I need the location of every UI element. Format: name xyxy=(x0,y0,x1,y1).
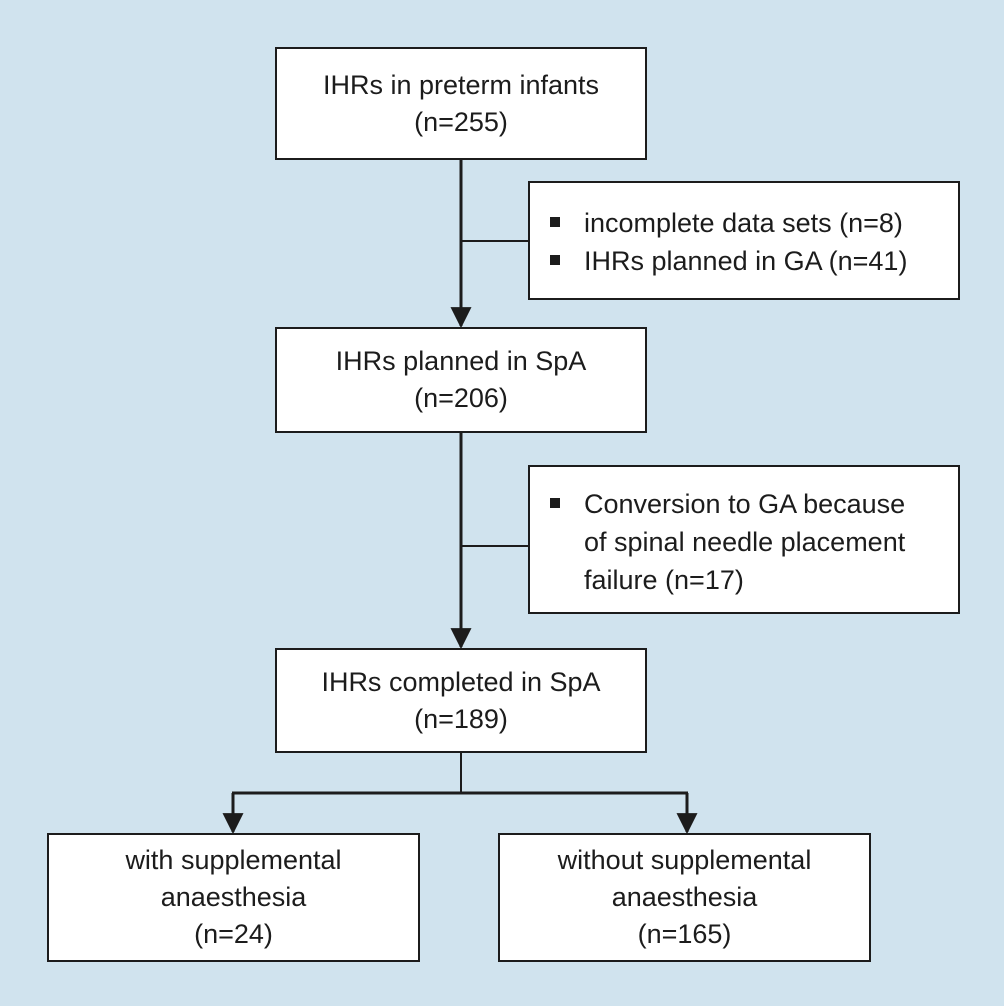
box-without-supplemental: without supplemental anaesthesia (n=165) xyxy=(498,833,871,962)
exclusion-box-2: Conversion to GA because of spinal needl… xyxy=(528,465,960,614)
box-planned-spa-title: IHRs planned in SpA xyxy=(335,346,587,376)
box-planned-spa: IHRs planned in SpA (n=206) xyxy=(275,327,647,433)
box-with-supplemental: with supplemental anaesthesia (n=24) xyxy=(47,833,420,962)
bullet-icon xyxy=(550,217,560,227)
box-with-supplemental-line1: with supplemental xyxy=(125,845,342,875)
bullet-icon xyxy=(550,498,560,508)
box-with-supplemental-line2: anaesthesia xyxy=(160,882,307,912)
exclusion-item-line: Conversion to GA because xyxy=(584,489,906,519)
box-without-supplemental-count: (n=165) xyxy=(637,919,732,949)
exclusion-item: IHRs planned in GA (n=41) xyxy=(530,242,958,280)
exclusion-item-continuation: failure (n=17) xyxy=(530,561,958,599)
box-ihrs-preterm: IHRs in preterm infants (n=255) xyxy=(275,47,647,160)
box-completed-spa-title: IHRs completed in SpA xyxy=(321,666,601,697)
bullet-icon xyxy=(550,255,560,265)
exclusion-item-line: failure (n=17) xyxy=(584,565,744,595)
box-ihrs-preterm-count: (n=255) xyxy=(414,106,508,137)
box-completed-spa-count: (n=189) xyxy=(414,703,508,734)
exclusion-item: incomplete data sets (n=8) xyxy=(530,204,958,242)
exclusion-box-1: incomplete data sets (n=8) IHRs planned … xyxy=(528,181,960,300)
box-completed-spa: IHRs completed in SpA (n=189) xyxy=(275,648,647,753)
box-with-supplemental-count: (n=24) xyxy=(194,919,273,949)
box-planned-spa-count: (n=206) xyxy=(414,383,508,413)
exclusion-item-continuation: of spinal needle placement xyxy=(530,523,958,561)
exclusion-item: Conversion to GA because xyxy=(530,485,958,523)
box-without-supplemental-line2: anaesthesia xyxy=(611,882,758,912)
exclusion-item-text: incomplete data sets (n=8) xyxy=(584,208,903,238)
box-without-supplemental-line1: without supplemental xyxy=(557,845,812,875)
exclusion-item-line: of spinal needle placement xyxy=(584,527,906,557)
exclusion-item-text: IHRs planned in GA (n=41) xyxy=(584,246,908,276)
box-ihrs-preterm-title: IHRs in preterm infants xyxy=(322,69,600,100)
